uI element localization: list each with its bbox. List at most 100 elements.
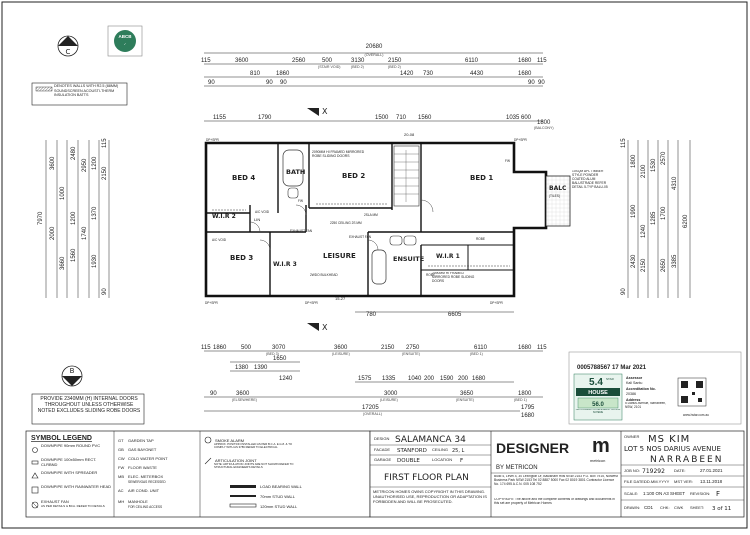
svg-text:1860: 1860 xyxy=(213,345,227,351)
title-block: DESIGN SALAMANCA 34 FACADE STANFORD CEIL… xyxy=(369,430,745,518)
svg-text:2150: 2150 xyxy=(388,58,402,64)
svg-text:20386: 20386 xyxy=(626,392,636,396)
svg-text:115: 115 xyxy=(537,345,547,351)
svg-text:1800: 1800 xyxy=(631,154,637,168)
stud-wall-70-icon xyxy=(230,495,256,497)
svg-text:(BED 2): (BED 2) xyxy=(388,65,401,69)
svg-text:1285: 1285 xyxy=(651,211,657,225)
svg-text:A/C VOID: A/C VOID xyxy=(212,238,227,242)
svg-text:13.11.2018: 13.11.2018 xyxy=(700,479,723,484)
svg-text:200: 200 xyxy=(458,376,469,382)
svg-text:F: F xyxy=(460,458,463,464)
svg-text:2250 CEILING 2S MM: 2250 CEILING 2S MM xyxy=(330,221,362,225)
room-bed-3: BED 3 xyxy=(230,254,253,262)
svg-text:115: 115 xyxy=(621,138,627,148)
symbol-legend: SYMBOL LEGEND DOWNPIPE 90mm ROUND PVC DO… xyxy=(25,430,371,518)
svg-text:DATE:: DATE: xyxy=(674,468,685,473)
svg-text:2560: 2560 xyxy=(292,58,306,64)
svg-text:6605: 6605 xyxy=(448,312,462,318)
svg-text:1200: 1200 xyxy=(92,156,98,170)
svg-text:1800: 1800 xyxy=(518,391,532,397)
svg-text:SYMBOL LEGEND: SYMBOL LEGEND xyxy=(31,435,92,442)
svg-text:LOT 5 NOS DARIUS AVENUE: LOT 5 NOS DARIUS AVENUE xyxy=(624,445,721,453)
svg-text:1390: 1390 xyxy=(254,365,268,371)
svg-text:metricon: metricon xyxy=(590,458,605,463)
svg-text:1420: 1420 xyxy=(400,71,414,77)
svg-text:1700: 1700 xyxy=(661,206,667,220)
svg-text:Address: Address xyxy=(626,398,640,402)
svg-text:2430: 2430 xyxy=(631,254,637,268)
svg-text:6110: 6110 xyxy=(465,58,479,64)
svg-text:1380: 1380 xyxy=(235,365,249,371)
svg-text:2100: 2100 xyxy=(641,164,647,178)
svg-text:1240: 1240 xyxy=(641,224,647,238)
svg-text:1680: 1680 xyxy=(521,413,535,419)
svg-text:115: 115 xyxy=(102,138,108,148)
svg-text:MST VER:: MST VER: xyxy=(674,479,693,484)
svg-text:200: 200 xyxy=(424,376,435,382)
svg-text:(LEISURE): (LEISURE) xyxy=(332,352,350,356)
svg-text:1035: 1035 xyxy=(506,115,520,121)
svg-text:1680: 1680 xyxy=(472,376,486,382)
svg-text:ELEC. METERBOX: ELEC. METERBOX xyxy=(128,474,163,479)
svg-text:(ENSUITE): (ENSUITE) xyxy=(456,398,474,402)
room-bed-2: BED 2 xyxy=(342,172,365,180)
svg-text:90: 90 xyxy=(102,288,108,295)
smoke-alarm-icon xyxy=(204,436,212,444)
svg-text:ARTICULATION JOINT: ARTICULATION JOINT xyxy=(215,458,257,463)
svg-text:STANFORD: STANFORD xyxy=(397,448,427,454)
articulation-joint-icon xyxy=(204,457,212,465)
svg-text:A/C VOID: A/C VOID xyxy=(255,210,270,214)
svg-text:(OVERALL): (OVERALL) xyxy=(365,53,384,57)
svg-text:2570: 2570 xyxy=(661,151,667,165)
svg-text:1000: 1000 xyxy=(60,186,66,200)
room-wir-1: W.I.R 1 xyxy=(436,253,460,260)
svg-text:(BALCONY): (BALCONY) xyxy=(534,126,554,130)
svg-text:SALAMANCA 34: SALAMANCA 34 xyxy=(395,435,466,445)
section-marker-c: C xyxy=(57,35,79,57)
svg-text:90: 90 xyxy=(528,80,535,86)
svg-text:4310: 4310 xyxy=(672,176,678,190)
upper-dimensions: 1155 1790 1500 710 1560 1035 600 1800 (B… xyxy=(204,115,554,137)
svg-text:600: 600 xyxy=(521,115,532,121)
svg-text:DD.MM.YYYY: DD.MM.YYYY xyxy=(644,479,670,484)
downpipe-rect-icon xyxy=(31,460,39,465)
svg-text:FACADE: FACADE xyxy=(374,447,390,452)
svg-text:719292: 719292 xyxy=(642,468,665,475)
svg-text:DRAWN:: DRAWN: xyxy=(624,505,640,510)
svg-text:FW: FW xyxy=(298,199,303,203)
svg-text:NARRABEEN: NARRABEEN xyxy=(650,455,723,465)
svg-text:90: 90 xyxy=(266,80,273,86)
nathers-certificate: 0005788567 17 Mar 2021 5.4 STAR HOUSE 56… xyxy=(568,351,742,425)
svg-text:90: 90 xyxy=(621,288,627,295)
room-bath: BATH xyxy=(286,168,305,176)
svg-text:730: 730 xyxy=(423,71,434,77)
svg-text:(BED 3): (BED 3) xyxy=(266,352,279,356)
svg-text:1860: 1860 xyxy=(276,71,290,77)
svg-text:2000: 2000 xyxy=(50,226,56,240)
rainwater-head-icon xyxy=(31,486,39,494)
svg-text:1500: 1500 xyxy=(375,115,389,121)
svg-text:1040: 1040 xyxy=(408,376,422,382)
svg-text:6200: 6200 xyxy=(683,214,689,228)
svg-text:1650: 1650 xyxy=(273,356,287,362)
right-dimensions: 6200 4310 3385 2570 1700 2650 1530 1285 … xyxy=(621,138,691,298)
svg-text:DOUBLE: DOUBLE xyxy=(397,458,420,464)
svg-text:MANHOLE: MANHOLE xyxy=(128,499,148,504)
svg-text:SMOKE ALARM: SMOKE ALARM xyxy=(215,438,244,443)
svg-text:3600: 3600 xyxy=(334,345,348,351)
stud-wall-120-icon xyxy=(229,503,257,508)
svg-text:1155: 1155 xyxy=(213,115,227,121)
svg-text:HOUSE: HOUSE xyxy=(588,390,608,396)
svg-text:B: B xyxy=(70,367,75,375)
svg-text:3000: 3000 xyxy=(384,391,398,397)
svg-text:ABCB: ABCB xyxy=(119,34,133,39)
svg-text:www.hstar.com.au: www.hstar.com.au xyxy=(683,413,709,417)
svg-text:DP+SPR: DP+SPR xyxy=(305,301,319,305)
toilet xyxy=(287,187,299,199)
svg-text:780: 780 xyxy=(366,312,377,318)
room-ensuite: ENSUITE xyxy=(393,255,424,263)
svg-text:GAS BAYONET: GAS BAYONET xyxy=(128,447,157,452)
bottom-dimensions: 115 1860 500 3070 3600 2150 2750 6110 16… xyxy=(201,345,547,419)
downpipe-spreader-icon xyxy=(31,472,39,479)
